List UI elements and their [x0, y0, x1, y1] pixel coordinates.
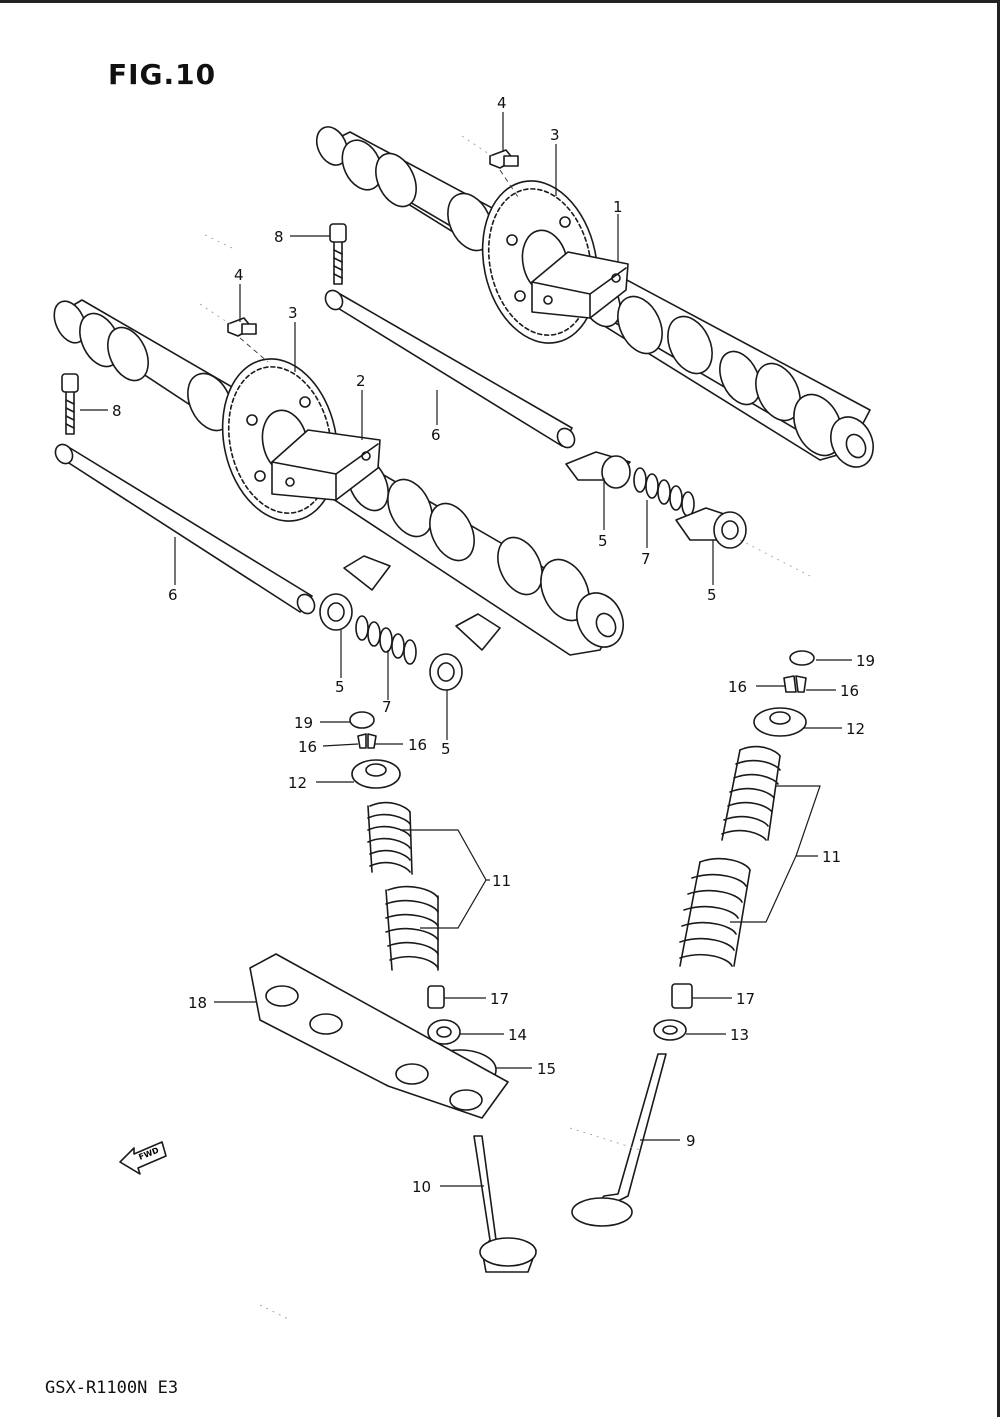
callout-19-left: 19 — [294, 714, 313, 732]
callout-13: 13 — [730, 1026, 749, 1044]
callout-14: 14 — [508, 1026, 527, 1044]
valve-springs-right — [679, 745, 781, 967]
callout-12-right: 12 — [846, 720, 865, 738]
tappet-shim-left — [349, 711, 375, 729]
cam-holder-lower — [271, 429, 381, 501]
bolt-8-upper — [329, 223, 347, 285]
callout-16-left-a: 16 — [298, 738, 317, 756]
rocker-arm-upper-b — [675, 507, 747, 549]
page-border-right — [997, 0, 1000, 1417]
callout-16-left-b: 16 — [408, 736, 427, 754]
leader-lines — [80, 112, 852, 1187]
callout-5-lower-b: 5 — [441, 740, 451, 758]
model-code: GSX-R1100N E3 — [45, 1378, 179, 1398]
callout-11-left: 11 — [492, 872, 511, 890]
figure-title: FIG.10 — [108, 58, 217, 91]
callout-10: 10 — [412, 1178, 431, 1196]
callout-7-upper: 7 — [641, 550, 651, 568]
rocker-spring-upper — [633, 467, 695, 517]
rocker-arm-lower-a — [319, 555, 391, 631]
rocker-arm-upper-a — [565, 451, 631, 489]
construction-lines — [204, 234, 811, 1321]
spring-seat-left — [427, 1019, 461, 1045]
callout-12-left: 12 — [288, 774, 307, 792]
callout-1: 1 — [613, 198, 623, 216]
valve-exhaust-left — [473, 1135, 537, 1273]
bolt-8-lower — [61, 373, 79, 435]
callout-8-upper: 8 — [274, 228, 284, 246]
cotters-left — [357, 733, 377, 749]
callout-11-right: 11 — [822, 848, 841, 866]
spring-retainer-left — [351, 759, 401, 789]
callout-16-right-a: 16 — [728, 678, 747, 696]
callout-6-upper: 6 — [431, 426, 441, 444]
bolt-4-lower — [199, 303, 269, 363]
callout-17-left: 17 — [490, 990, 509, 1008]
callout-4-lower: 4 — [234, 266, 244, 284]
page-border-top — [0, 0, 1000, 3]
callout-9: 9 — [686, 1132, 696, 1150]
callout-16-right-b: 16 — [840, 682, 859, 700]
rocker-arm-lower-b — [429, 613, 501, 691]
rocker-shaft-lower — [54, 443, 316, 615]
callout-5-upper-a: 5 — [598, 532, 608, 550]
callout-5-lower-a: 5 — [335, 678, 345, 696]
callout-17-right: 17 — [736, 990, 755, 1008]
callout-4-upper: 4 — [497, 94, 507, 112]
rocker-shaft-upper — [324, 289, 576, 449]
spring-retainer-right — [753, 707, 807, 737]
cotters-right — [783, 675, 807, 693]
callout-18: 18 — [188, 994, 207, 1012]
callout-5-upper-b: 5 — [707, 586, 717, 604]
tappet-shim-right — [789, 650, 815, 666]
callout-15: 15 — [537, 1060, 556, 1078]
spring-seat-right — [653, 1019, 687, 1041]
callout-6-lower: 6 — [168, 586, 178, 604]
callout-3-upper: 3 — [550, 126, 560, 144]
valve-intake-right — [571, 1053, 667, 1227]
valve-stem-seal-left — [427, 985, 445, 1009]
cam-holder-upper — [531, 251, 629, 319]
callout-19-right: 19 — [856, 652, 875, 670]
callout-8-lower: 8 — [112, 402, 122, 420]
rocker-spring-lower — [355, 615, 417, 665]
callout-labels: 4 3 1 8 4 3 2 8 6 6 5 7 5 5 7 5 19 16 16… — [112, 94, 875, 1196]
valve-springs-left — [367, 801, 439, 971]
valve-stem-seal-right — [671, 983, 693, 1009]
gasket-plate — [249, 953, 509, 1119]
callout-2: 2 — [356, 372, 366, 390]
callout-7-lower: 7 — [382, 698, 392, 716]
callout-3-lower: 3 — [288, 304, 298, 322]
fwd-arrow-icon: FWD — [119, 1141, 167, 1175]
bolt-4-upper — [461, 135, 521, 201]
